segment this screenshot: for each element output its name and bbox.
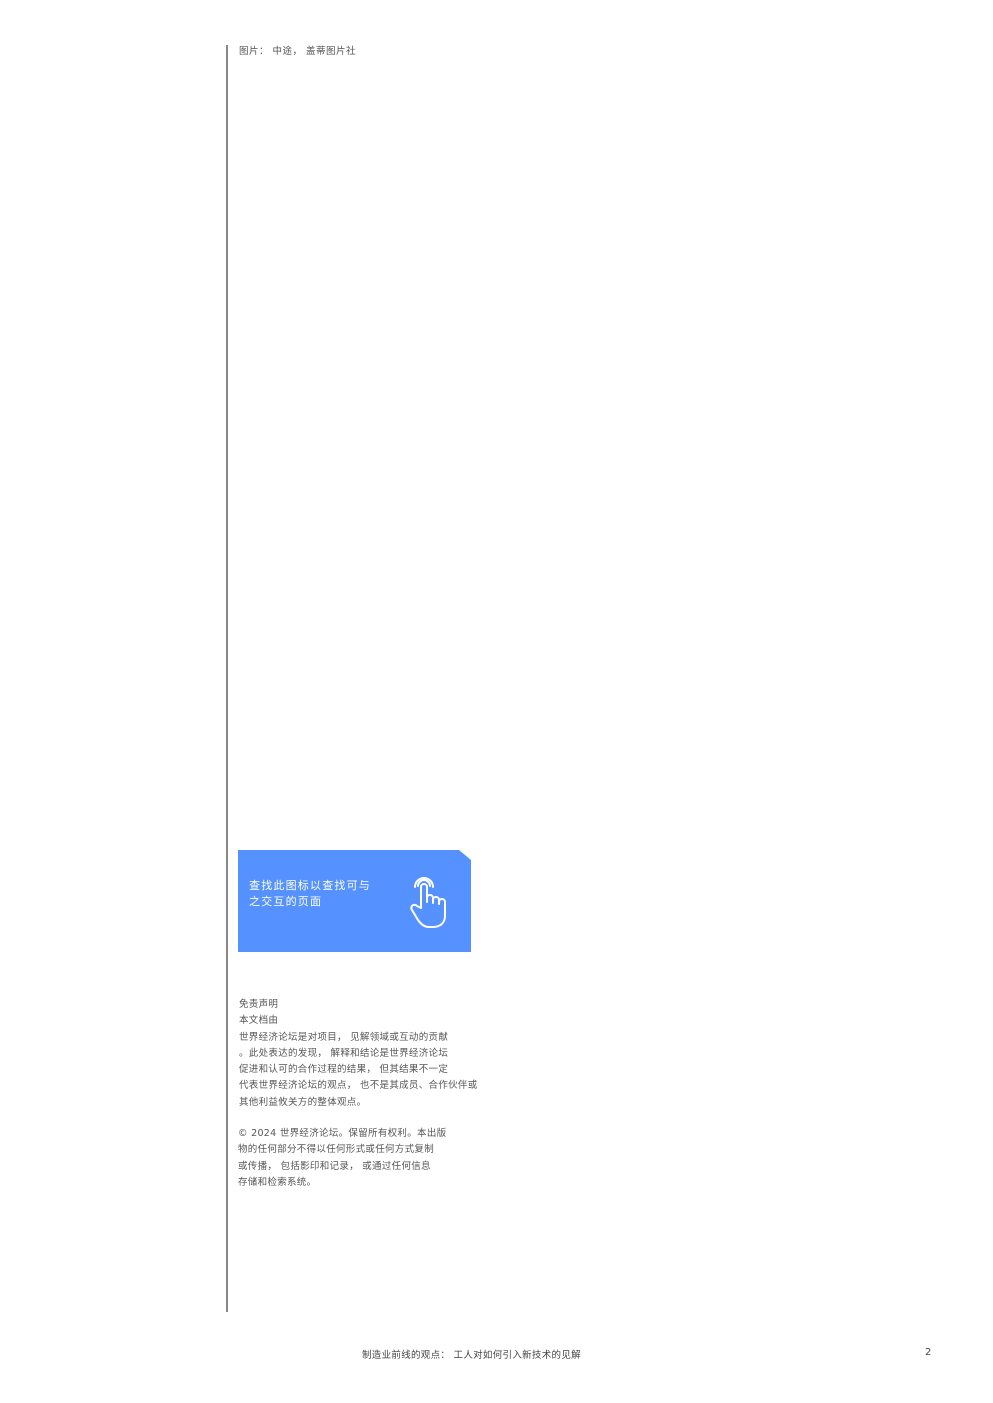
disclaimer-line: 世界经济论坛是对项目， 见解领域或互动的贡献: [239, 1031, 449, 1043]
disclaimer-text: 免责声明 本文档由 世界经济论坛是对项目， 见解领域或互动的贡献 。此处表达的发…: [239, 997, 478, 1111]
disclaimer-heading: 免责声明: [239, 999, 279, 1010]
copyright-line: 存储和检索系统。: [238, 1176, 317, 1188]
callout-line: 查找此图标以查找可与: [249, 879, 371, 892]
copyright-line: 物的任何部分不得以任何形式或任何方式复制: [238, 1144, 435, 1156]
callout-text: 查找此图标以查找可与 之交互的页面: [249, 878, 399, 910]
disclaimer-line: 其他利益攸关方的整体观点。: [239, 1096, 367, 1108]
copyright-line: 或传播， 包括影印和记录， 或通过任何信息: [238, 1160, 431, 1172]
image-caption: 图片： 中途， 盖蒂图片社: [239, 46, 357, 57]
page-number: 2: [925, 1347, 932, 1358]
interactive-hint-callout: 查找此图标以查找可与 之交互的页面: [238, 850, 471, 952]
disclaimer-line: 本文档由: [239, 1015, 279, 1027]
copyright-text: © 2024 世界经济论坛。保留所有权利。本出版 物的任何部分不得以任何形式或任…: [238, 1126, 446, 1191]
pointing-hand-icon: [408, 874, 452, 930]
copyright-line: © 2024 世界经济论坛。保留所有权利。本出版: [238, 1128, 447, 1139]
callout-line: 之交互的页面: [249, 895, 323, 908]
disclaimer-line: 代表世界经济论坛的观点， 也不是其成员、合作伙伴或: [239, 1080, 478, 1092]
footer-document-title: 制造业前线的观点： 工人对如何引入新技术的见解: [362, 1350, 581, 1361]
margin-rule: [226, 45, 228, 1312]
disclaimer-line: 促进和认可的合作过程的结果， 但其结果不一定: [239, 1064, 449, 1076]
disclaimer-line: 。此处表达的发现， 解释和结论是世界经济论坛: [239, 1047, 449, 1059]
